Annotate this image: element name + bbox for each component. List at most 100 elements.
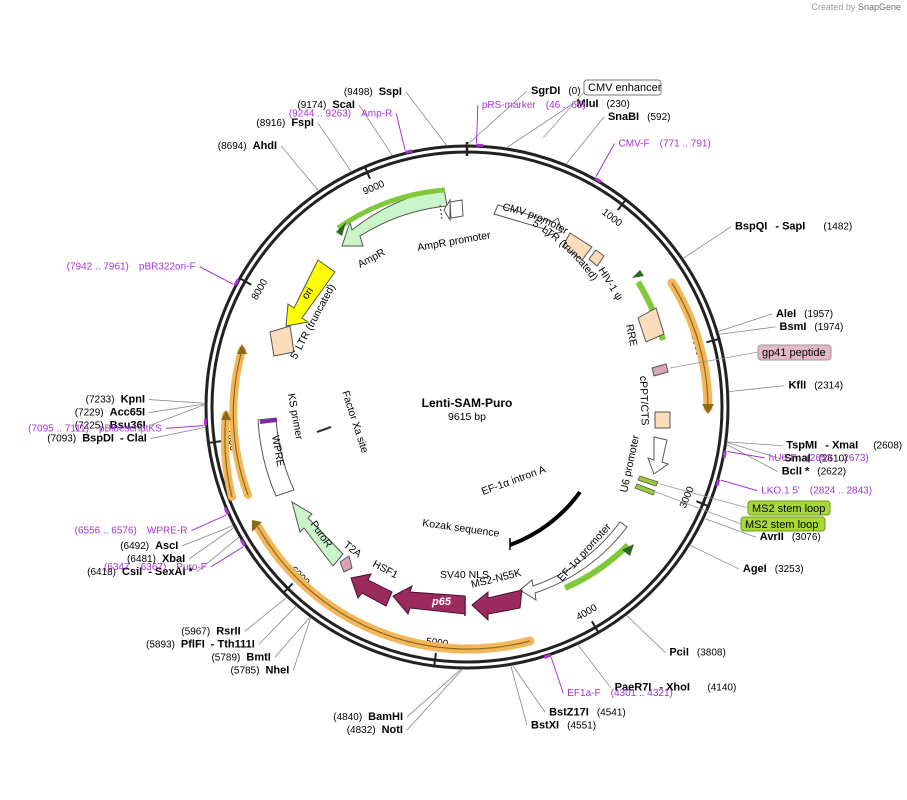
enzyme-leader [358,104,393,157]
enzyme-leader [258,605,297,645]
enzyme-kfli: KflI(2314) [788,380,843,392]
enzyme-name: BspQI [735,221,767,233]
enzyme-position: (2608) [873,441,902,452]
enzyme-position: (7233) [86,395,115,406]
hiv-psi-block [588,249,605,267]
enzyme-leader [726,441,781,460]
enzyme-name: BsmI [780,321,807,333]
enzyme-leader [182,525,234,547]
enzyme-position: (1974) [814,322,843,333]
enzyme-bstxi: BstXI(4551) [531,719,596,731]
enzyme-leader [689,544,740,570]
orf-arc-left-b-head [221,410,231,420]
green-arc-lower-head [622,544,634,556]
orf-arc-left-a-line [232,349,249,496]
enzyme-leader [280,145,319,192]
enzyme-name: PflFI [181,638,205,650]
enzyme-agei: AgeI(3253) [743,563,804,575]
primer-range: (4301 .. 4321) [611,688,673,699]
ms2-leader-1 [659,483,749,509]
enzyme-name: AhdI [253,140,277,152]
enzyme-leader [466,90,528,146]
enzyme-name: XbaI [162,553,185,565]
enzyme-sites: SgrDI(0)MluI(230)SnaBI(592)BspQI- SapI(1… [47,85,902,736]
orf-arc-left-b-line [224,414,233,498]
enzyme-name: PaeR7I [615,682,652,694]
primer-name: pRS-marker [482,100,537,111]
enzyme-leader [718,326,776,335]
ms2-n55k-arrow [471,589,523,622]
enzyme-leader [717,313,773,332]
enzyme-leader [625,614,666,653]
enzyme-position: (2610) [819,454,848,465]
tick-mark-7000 [207,440,222,445]
ampr-dash [439,204,443,221]
primer-leader [199,266,234,285]
primer-pbr322orif: pBR322ori-F(7942 .. 7961) [67,262,196,273]
enzyme-leader [150,426,206,439]
tick-mark-2000 [706,337,721,344]
enzyme-position: (6481) [127,554,156,565]
enzyme-name: SnaBI [608,111,639,123]
enzyme-position: (5893) [146,639,175,650]
enzyme-name: FspI [291,117,314,129]
puror-arrow [291,500,344,567]
primer-leader [191,514,227,532]
ampr-green-head [336,222,346,236]
orf-arc-bottom-head [252,520,262,532]
credit-prefix: Created by [811,2,856,12]
enzyme-name2: - SapI [775,221,805,233]
tick-mark-8000 [238,276,252,286]
primer-name: Puro-F [176,562,207,573]
ms2-box-2 [740,516,826,532]
enzyme-name: AscI [155,540,178,552]
enzyme-position: (4140) [707,683,736,694]
enzyme-name: BclI * [782,466,810,478]
green-arc-upper-head [632,270,644,278]
enzyme-name: TspMI [786,440,817,452]
enzyme-name: Acc65I [110,407,145,419]
enzyme-position: (1482) [823,222,852,233]
enzyme-leader [506,103,573,149]
ltr5-block [562,232,593,261]
cmv-promoter-arrow [493,204,563,237]
boxed-labels: CMV enhancer gp41 peptide MS2 stem loop … [542,79,832,532]
enzyme-position: (0) [568,86,580,97]
hsf1-arrow [350,573,393,607]
ms2-mark-1 [637,475,659,487]
primer-leader [595,143,615,177]
cmv-enhancer-leader [542,91,585,139]
ks-primer-mark [260,418,277,424]
primer-mark [594,177,602,184]
enzyme-leader [188,527,235,560]
tick-label-4000: 4000 [575,602,600,623]
tick-mark-6000 [282,582,294,595]
enzyme-acc65i: Acc65I(7229) [75,407,145,419]
enzyme-name: CsiI [122,566,142,578]
enzyme-leader [726,441,783,447]
primer-mark [543,653,551,659]
enzyme-leader [149,399,206,404]
plasmid-name: Lenti-SAM-Puro [422,396,513,410]
enzyme-position: (7093) [47,434,76,445]
primer-ef1af: EF1a-F(4301 .. 4321) [567,688,673,699]
enzyme-position: (3076) [792,532,821,543]
enzyme-leader [577,644,611,688]
label-sv40-nls: SV40 NLS [440,569,489,581]
primer-mark [239,539,247,547]
enzyme-position: (8694) [218,141,247,152]
enzyme-name: NheI [265,664,289,676]
enzyme-name: BmtI [246,651,270,663]
tick-label-8000: 8000 [250,277,271,302]
primer-ampr: Amp-R(9244 .. 9263) [289,108,392,119]
primer-name: hU6-F [769,453,797,464]
enzyme-fspi: FspI(8916) [256,117,314,129]
enzyme-name: RsrII [216,625,240,637]
enzyme-leader [406,668,464,731]
enzyme-position: (2622) [817,467,846,478]
ltr3-block [269,325,295,357]
primer-name: Amp-R [361,108,392,119]
enzyme-bamhi: BamHI(4840) [333,711,403,723]
primer-range: (2824 .. 2843) [810,486,872,497]
